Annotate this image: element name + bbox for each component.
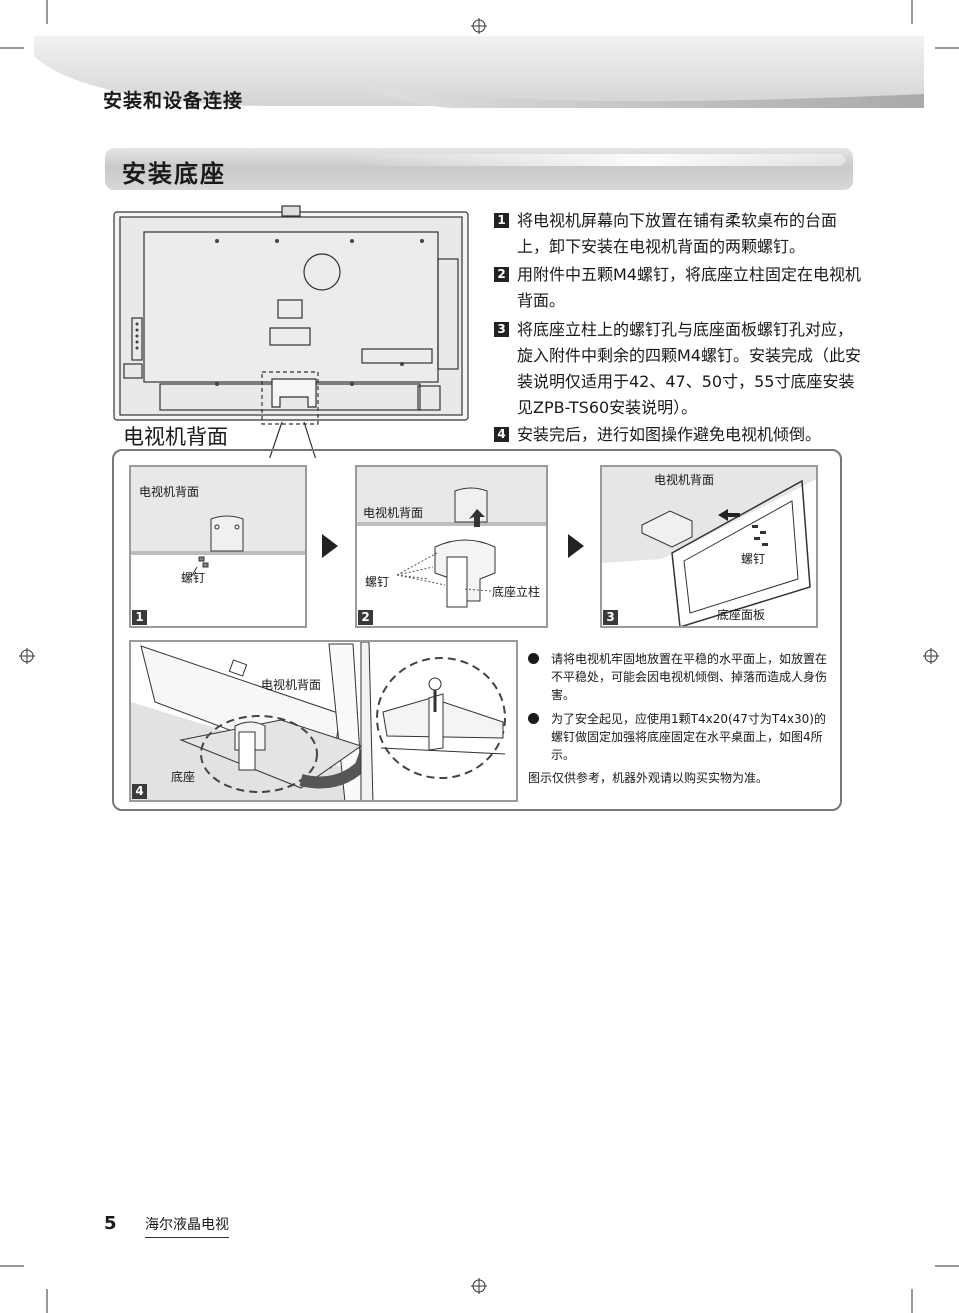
step-2: 2 用附件中五颗M4螺钉，将底座立柱固定在电视机背面。 — [494, 262, 864, 314]
header-band — [34, 36, 924, 108]
tv-back-label: 电视机背面 — [261, 678, 322, 692]
screw-label: 螺钉 — [365, 575, 390, 589]
step-1: 1 将电视机屏幕向下放置在铺有柔软桌布的台面上，卸下安装在电视机背面的两颗螺钉。 — [494, 208, 864, 260]
disclaimer: 图示仅供参考，机器外观请以购买实物为准。 — [528, 771, 769, 785]
base-label: 底座 — [171, 770, 196, 784]
panel-2-drawing — [357, 467, 546, 608]
instruction-frame — [112, 449, 842, 811]
note-text: 请将电视机牢固地放置在平稳的水平面上，如放置在不平稳处，可能会因电视机倾倒、掉落… — [551, 652, 828, 702]
screw-label: 螺钉 — [741, 552, 766, 566]
tv-back-label: 电视机背面 — [139, 485, 200, 499]
step-text: 将电视机屏幕向下放置在铺有柔软桌布的台面上，卸下安装在电视机背面的两颗螺钉。 — [517, 211, 838, 256]
step-number: 2 — [494, 267, 509, 282]
step-text: 安装完后，进行如图操作避免电视机倾倒。 — [517, 425, 822, 444]
panel-4: 电视机背面 底座 4 — [129, 640, 518, 802]
step-text: 用附件中五颗M4螺钉，将底座立柱固定在电视机背面。 — [517, 265, 861, 310]
note-text: 为了安全起见，应使用1颗T4x20(47寸为T4x30)的螺钉做固定加强将底座固… — [551, 712, 826, 762]
panel-number: 3 — [603, 610, 618, 625]
safety-note-1: 请将电视机牢固地放置在平稳的水平面上，如放置在不平稳处，可能会因电视机倾倒、掉落… — [528, 650, 828, 704]
step-4: 4 安装完后，进行如图操作避免电视机倾倒。 — [494, 422, 864, 448]
step-number: 1 — [494, 213, 509, 228]
panel-number: 2 — [358, 610, 373, 625]
tv-back-label: 电视机背面 — [654, 473, 715, 487]
tv-back-label: 电视机背面 — [363, 506, 424, 520]
stand-post-label: 底座立柱 — [492, 585, 541, 599]
section-title-bar — [105, 148, 853, 190]
bullet-icon — [528, 713, 539, 724]
base-panel-label: 底座面板 — [717, 608, 766, 622]
panel-1: 电视机背面 螺钉 1 — [129, 465, 307, 628]
header-title: 安装和设备连接 — [103, 90, 244, 112]
panel-3-drawing — [602, 467, 816, 626]
tv-back-illustration — [113, 205, 469, 458]
panel-3: 电视机背面 螺钉 底座面板 3 — [600, 465, 818, 628]
step-number: 4 — [494, 427, 509, 442]
safety-note-2: 为了安全起见，应使用1颗T4x20(47寸为T4x30)的螺钉做固定加强将底座固… — [528, 710, 828, 764]
next-arrow-icon — [568, 534, 584, 558]
next-arrow-icon — [322, 534, 338, 558]
bullet-icon — [528, 653, 539, 664]
page-number: 5 — [104, 1213, 117, 1234]
panel-2: 电视机背面 螺钉 底座立柱 2 — [355, 465, 548, 628]
step-number: 3 — [494, 322, 509, 337]
tv-back-label: 电视机背面 — [123, 425, 228, 449]
panel-1-drawing — [131, 467, 305, 578]
panel-number: 4 — [132, 784, 147, 799]
section-title: 安装底座 — [122, 160, 226, 188]
step-3: 3 将底座立柱上的螺钉孔与底座面板螺钉孔对应，旋入附件中剩余的四颗M4螺钉。安装… — [494, 317, 864, 421]
brand-name: 海尔液晶电视 — [145, 1214, 229, 1238]
panel-number: 1 — [132, 610, 147, 625]
panel-4-drawing — [131, 642, 516, 800]
step-text: 将底座立柱上的螺钉孔与底座面板螺钉孔对应，旋入附件中剩余的四颗M4螺钉。安装完成… — [517, 320, 861, 417]
screw-label: 螺钉 — [181, 571, 206, 585]
